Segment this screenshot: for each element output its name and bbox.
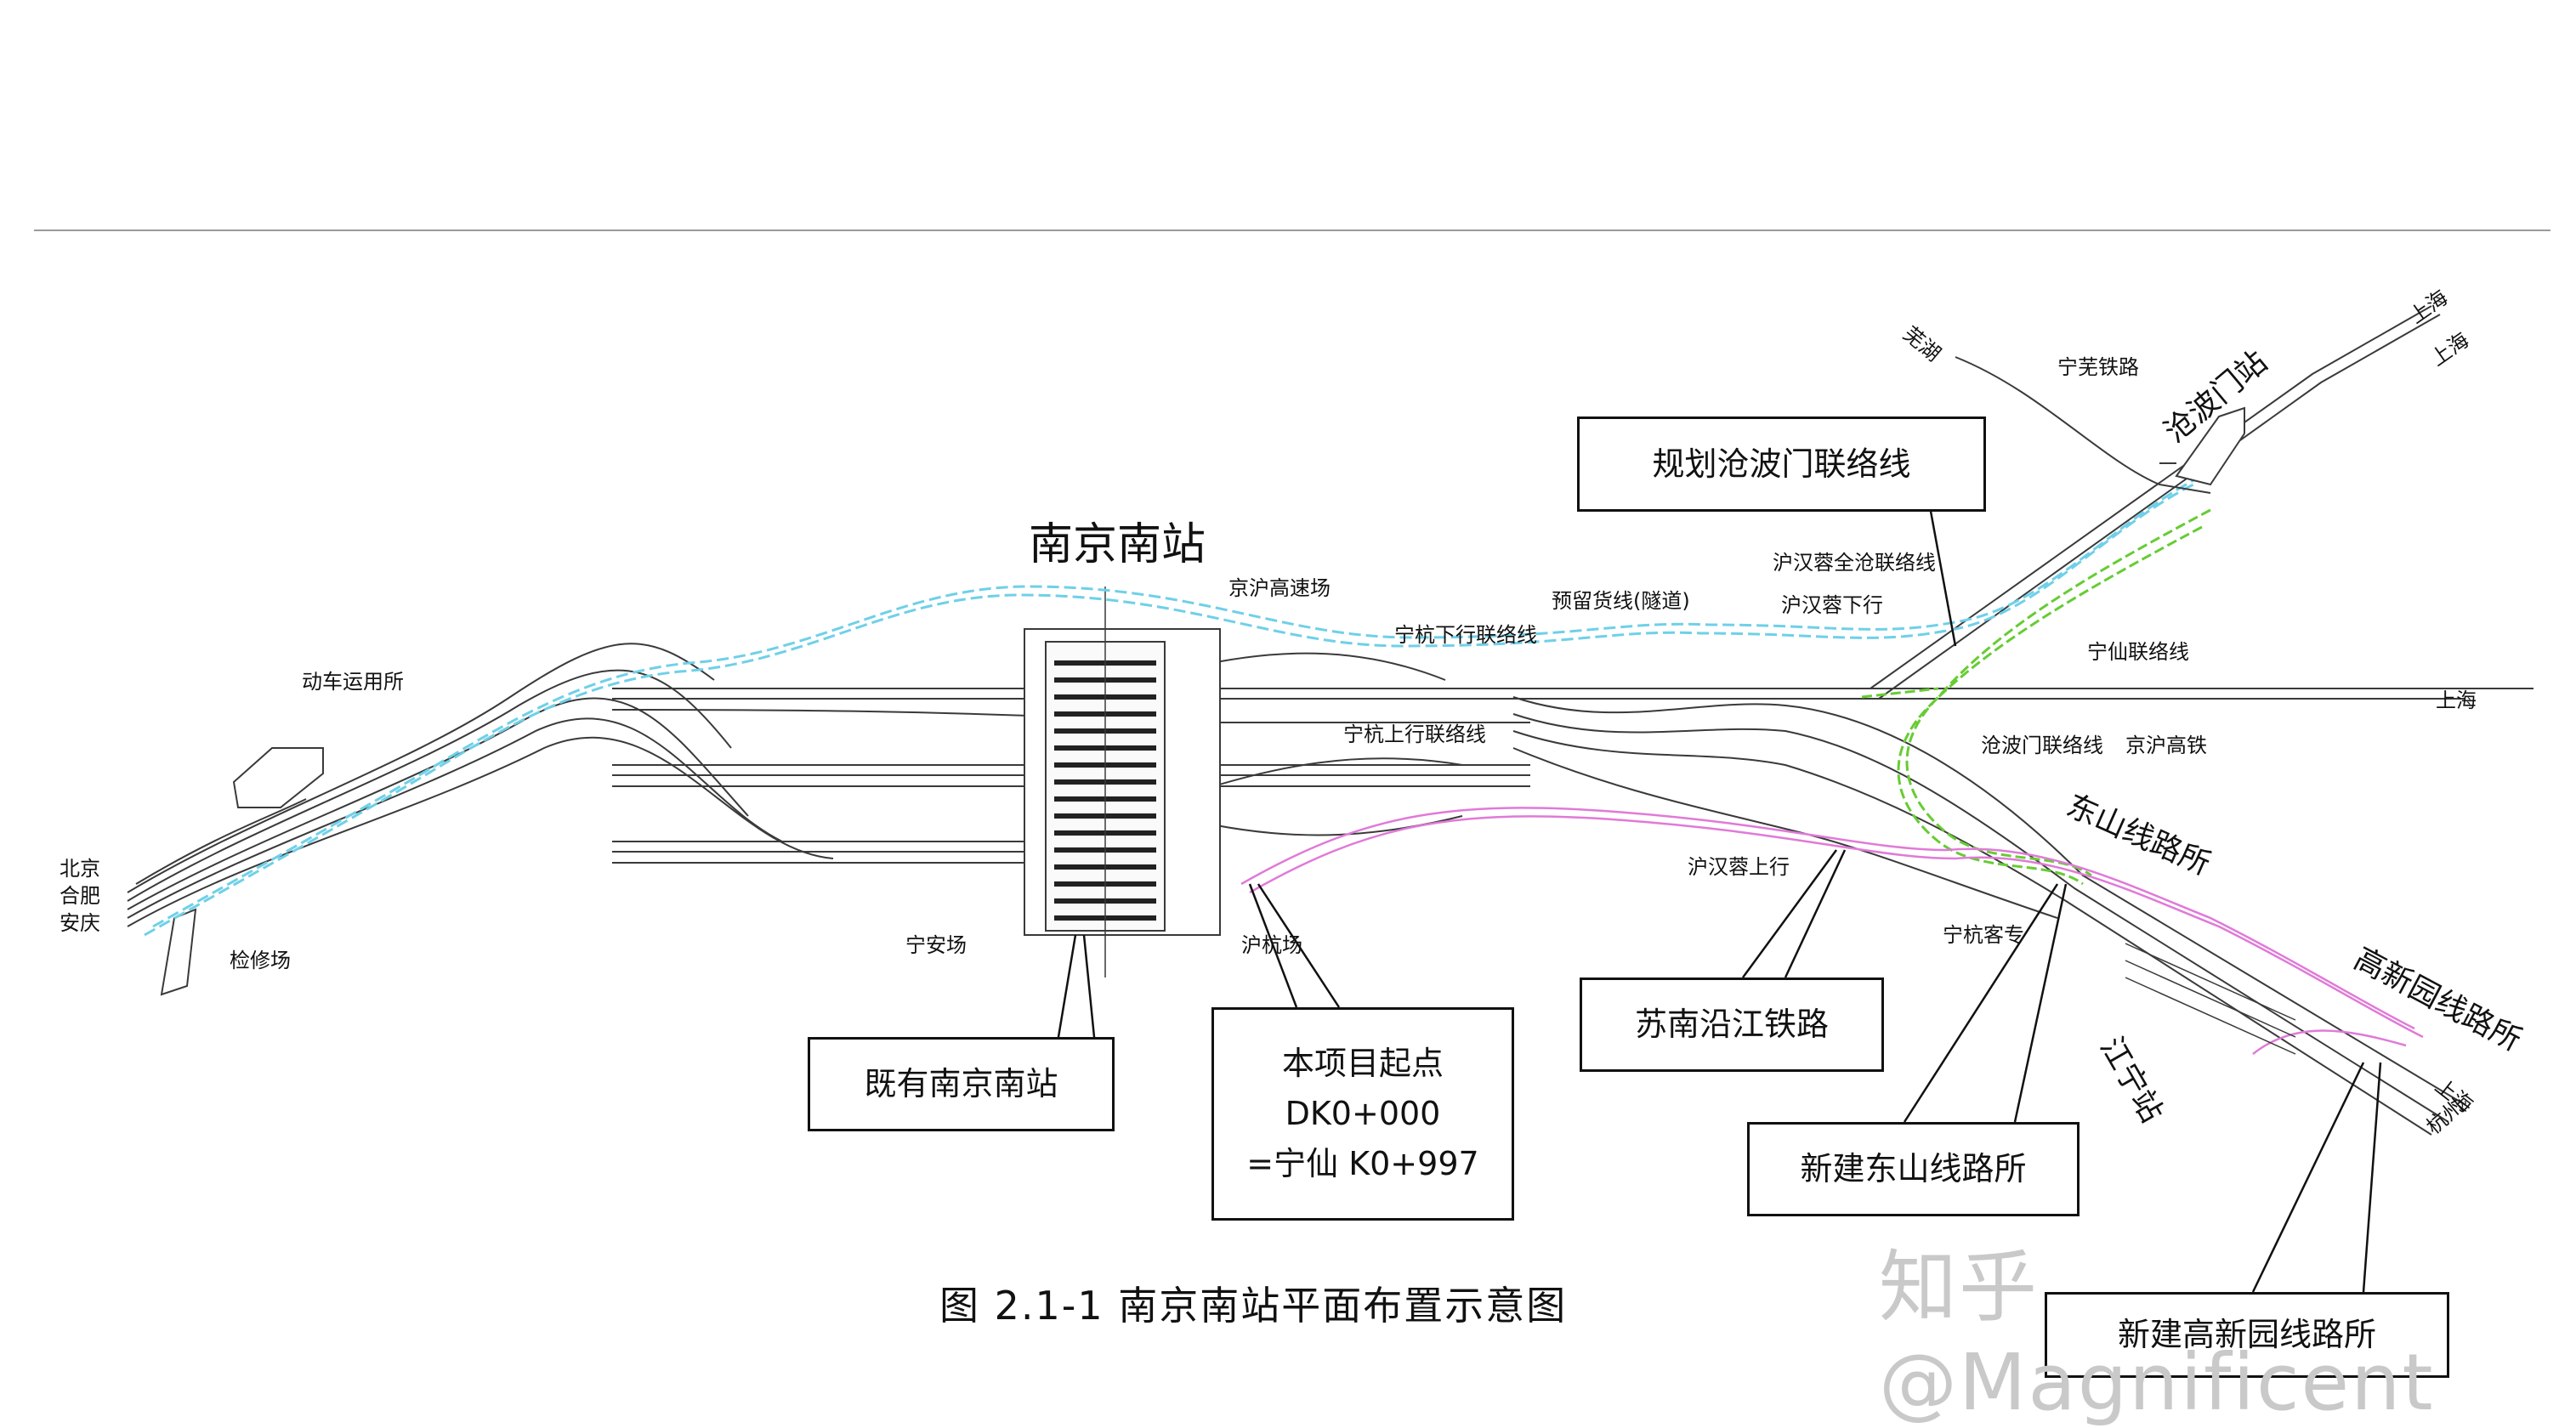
watermark: 知乎 @Magnificent bbox=[1879, 1242, 2435, 1428]
label-inspection: 检修场 bbox=[230, 949, 291, 972]
callout-existing-station-text: 既有南京南站 bbox=[864, 1065, 1058, 1103]
figure-caption: 图 2.1-1 南京南站平面布置示意图 bbox=[939, 1283, 1568, 1329]
west-throat-tracks bbox=[127, 643, 834, 927]
label-cangbomen-link: 沧波门联络线 bbox=[1981, 734, 2103, 757]
label-jinghu-high: 京沪高速场 bbox=[1228, 576, 1331, 600]
ningwu-line bbox=[1955, 356, 2211, 494]
callout-new-dongshan-text: 新建东山线路所 bbox=[1800, 1150, 2027, 1188]
callout-new-dongshan: 新建东山线路所 bbox=[1747, 1122, 2080, 1216]
callout-project-start: 本项目起点 DK0+000 =宁仙 K0+997 bbox=[1211, 1007, 1514, 1221]
label-ninghang-passenger: 宁杭客专 bbox=[1943, 923, 2024, 947]
callout-project-start-line2: DK0+000 bbox=[1285, 1095, 1441, 1133]
depot-building bbox=[160, 747, 324, 996]
new-pink-line bbox=[1240, 807, 2424, 1055]
callout-sunan-railway: 苏南沿江铁路 bbox=[1580, 978, 1884, 1072]
label-hefei: 合肥 bbox=[60, 884, 100, 908]
label-huhang-field: 沪杭场 bbox=[1241, 933, 1302, 957]
label-depot: 动车运用所 bbox=[302, 670, 404, 694]
label-jinghu-rail: 京沪高铁 bbox=[2125, 734, 2207, 757]
callout-existing-station: 既有南京南站 bbox=[808, 1037, 1115, 1131]
callout-leaders bbox=[1053, 506, 2382, 1293]
label-ningxian-link: 宁仙联络线 bbox=[2087, 640, 2189, 664]
station-title: 南京南站 bbox=[1029, 519, 1206, 570]
label-reserved-freight: 预留货线(隧道) bbox=[1552, 589, 1690, 613]
label-ningwu: 宁芜铁路 bbox=[2057, 355, 2139, 379]
callout-plan-cangbomen-link: 规划沧波门联络线 bbox=[1577, 416, 1986, 512]
label-anqing: 安庆 bbox=[60, 911, 100, 935]
label-huhanrong-down: 沪汉蓉下行 bbox=[1781, 593, 1883, 617]
label-ningan: 宁安场 bbox=[905, 933, 967, 957]
label-shanghai-main: 上海 bbox=[2436, 688, 2477, 712]
label-huhanrong-all: 沪汉蓉全沧联络线 bbox=[1773, 551, 1936, 575]
green-connector bbox=[1861, 508, 2211, 886]
label-ninghang-down: 宁杭下行联络线 bbox=[1394, 623, 1537, 647]
planned-cyan-link bbox=[144, 474, 2203, 937]
cangbomen-station-block bbox=[2175, 406, 2245, 486]
label-huhanrong-up: 沪汉蓉上行 bbox=[1688, 855, 1790, 879]
callout-sunan-railway-text: 苏南沿江铁路 bbox=[1634, 1006, 1829, 1044]
label-beijing: 北京 bbox=[60, 857, 100, 881]
label-ninghang-up: 宁杭上行联络线 bbox=[1343, 722, 1486, 746]
callout-project-start-line1: 本项目起点 bbox=[1281, 1045, 1444, 1083]
jiangning-area bbox=[2125, 943, 2296, 1055]
callout-plan-cangbomen-link-text: 规划沧波门联络线 bbox=[1652, 445, 1911, 483]
track-layout-diagram bbox=[127, 305, 2533, 1293]
callout-new-gaoxinyuan-text: 新建高新园线路所 bbox=[2117, 1316, 2376, 1354]
callout-project-start-line3: =宁仙 K0+997 bbox=[1246, 1144, 1479, 1182]
diagram-frame bbox=[34, 230, 2550, 1192]
